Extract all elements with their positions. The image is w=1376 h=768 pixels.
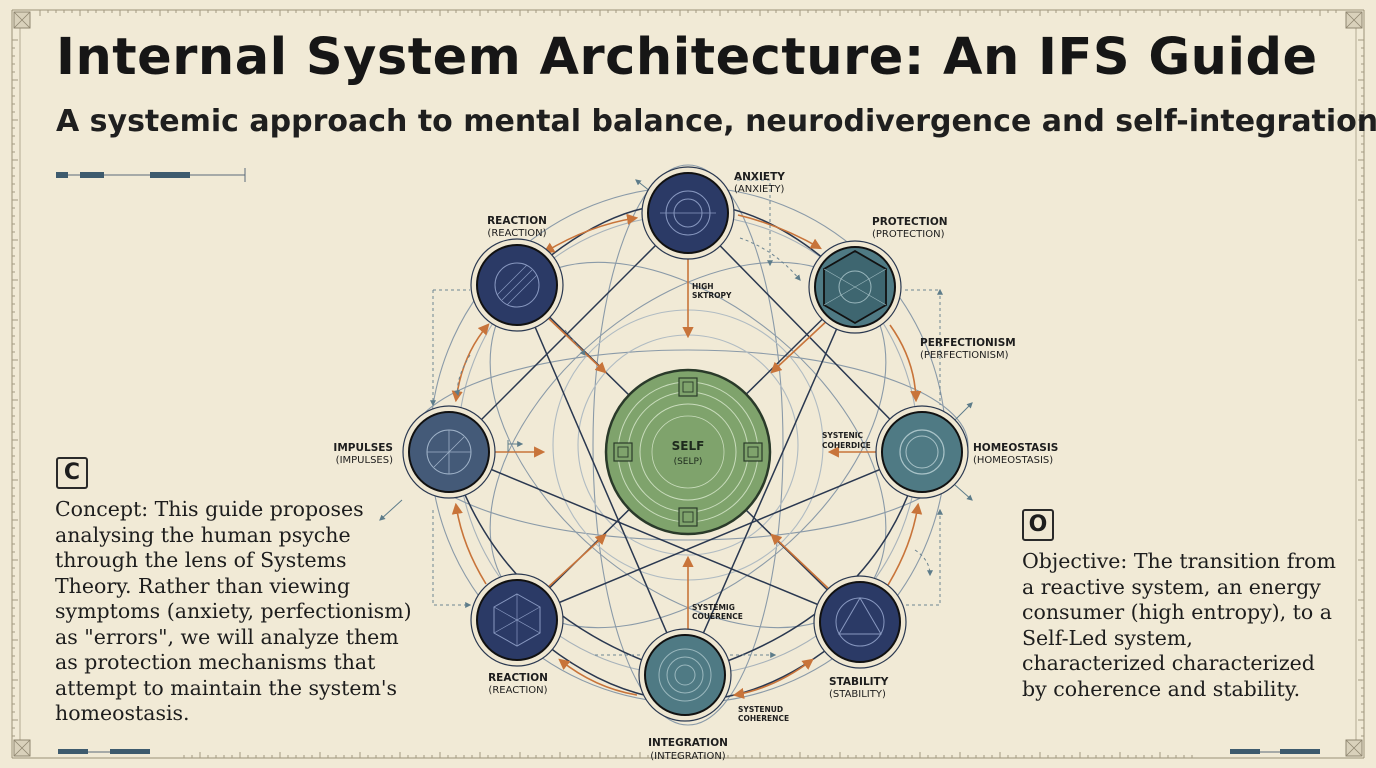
objective-text: Objective: The transition from a reactiv… [1022,549,1336,701]
reaction-bottom-node [470,573,564,667]
coherence-bottom-line2: COUERENCE [692,612,743,621]
stability-node [813,575,907,669]
integration-label: INTEGRATION [648,737,728,749]
perfectionism-label: PERFECTIONISM [920,337,1016,349]
homeostasis-node [875,405,969,499]
impulses-node [402,405,496,499]
concept-badge: C [56,457,88,489]
objective-badge: O [1022,509,1054,541]
self-sublabel: (SELP) [674,457,703,467]
coherence-low-line1: SYSTENUD [738,705,783,714]
coherence-right-line1: SYSTENIC [822,431,864,440]
impulses-label: IMPULSES [333,442,393,454]
protection-node [808,240,902,334]
reaction-bottom-label: REACTION [488,672,548,684]
perfectionism-sublabel: (PERFECTIONISM) [920,350,1009,361]
integration-sublabel: (INTEGRATION) [650,751,726,762]
impulses-sublabel: (IMPULSES) [336,455,393,466]
protection-sublabel: (PROTECTION) [872,229,945,240]
protection-label: PROTECTION [872,216,948,228]
flow-arrows [451,213,923,699]
stability-label: STABILITY [829,676,889,688]
reaction-top-sublabel: (REACTION) [487,228,546,239]
reaction-top-label: REACTION [487,215,547,227]
stability-sublabel: (STABILITY) [829,689,886,700]
integration-node [638,628,732,722]
anxiety-node [641,166,735,260]
reaction-top-node [470,238,564,332]
self-label: SELF [672,439,705,453]
self-node [604,368,772,536]
coherence-right-line2: COHERDICE [822,441,871,450]
coherence-low-line2: COHERENCE [738,714,789,723]
page-title: Internal System Architecture: An IFS Gui… [56,28,1318,87]
anxiety-label: ANXIETY [734,171,785,183]
concept-text: Concept: This guide proposes analysing t… [55,497,412,725]
anxiety-sublabel: (ANXIETY) [734,184,785,195]
feedback-arrows [430,179,943,658]
high-entropy-line1: HIGH [692,282,714,291]
homeostasis-sublabel: (HOMEOSTASIS) [973,455,1053,466]
coherence-bottom-line1: SYSTEMIG [692,603,735,612]
reaction-bottom-sublabel: (REACTION) [488,685,547,696]
homeostasis-label: HOMEOSTASIS [973,442,1058,454]
page-subtitle: A systemic approach to mental balance, n… [56,104,1376,139]
high-entropy-line2: SKTROPY [692,291,732,300]
